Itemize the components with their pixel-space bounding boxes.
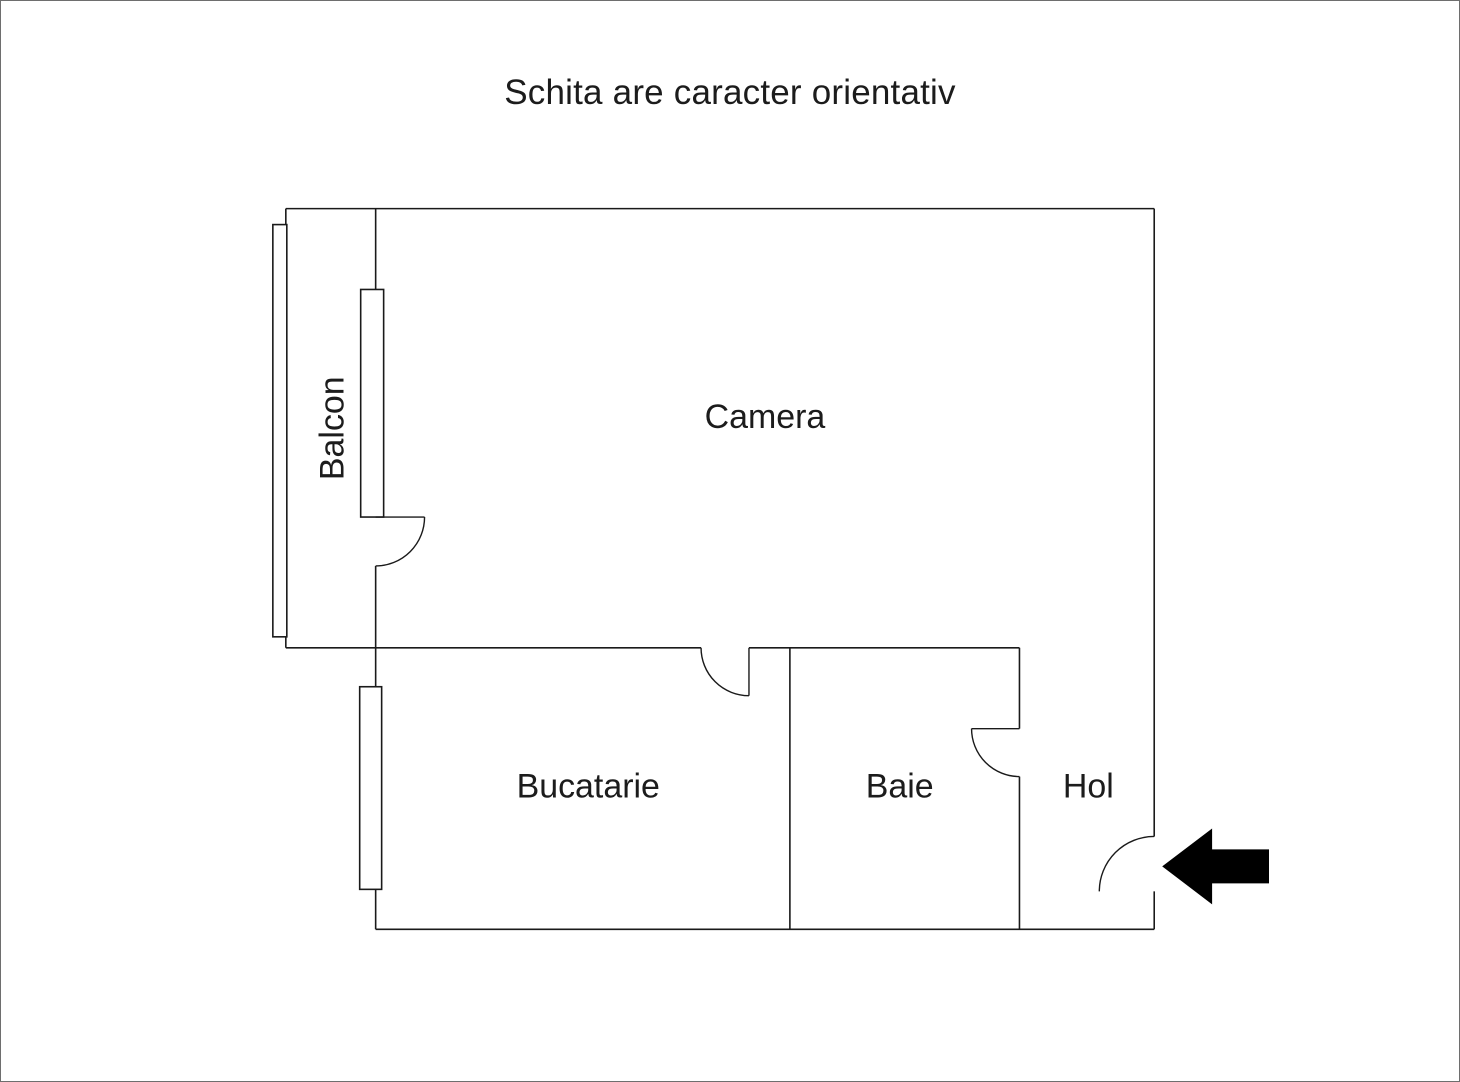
balcon-exterior-window bbox=[272, 223, 288, 638]
disclaimer-title: Schita are caracter orientativ bbox=[504, 73, 956, 112]
camera-door-arc bbox=[700, 647, 749, 697]
room-label-balcon: Balcon bbox=[314, 376, 352, 480]
room-label-baie: Baie bbox=[866, 767, 934, 805]
room-label-bucatarie: Bucatarie bbox=[517, 767, 660, 805]
room-label-camera: Camera bbox=[705, 398, 826, 436]
bucatarie-window bbox=[358, 685, 383, 891]
balcon-door-arc bbox=[375, 517, 426, 567]
balcon-camera-window bbox=[359, 288, 385, 518]
baie-door-arc bbox=[970, 728, 1020, 778]
room-label-hol: Hol bbox=[1063, 767, 1114, 805]
entrance-door-arc bbox=[1098, 835, 1155, 892]
entry-arrow-icon bbox=[1162, 828, 1270, 905]
